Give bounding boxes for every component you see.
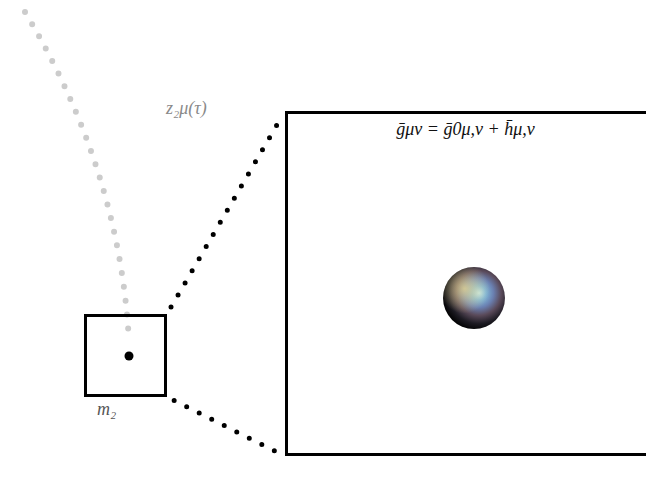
worldline	[25, 12, 129, 342]
body-sphere	[443, 267, 505, 329]
point-mass	[125, 352, 134, 361]
zoom-connector	[171, 116, 282, 307]
zoom-inset-box: ḡμν = ḡ0μ,ν + h̄μ,ν	[285, 111, 646, 456]
zoom-source-box: m₂	[84, 314, 167, 397]
metric-equation: ḡμν = ḡ0μ,ν + h̄μ,ν	[396, 119, 534, 140]
body-sphere-tint	[443, 267, 505, 329]
worldline-label: z₂μ(τ)	[166, 98, 207, 119]
zoom-connector	[174, 401, 279, 454]
mass-label: m₂	[97, 399, 116, 420]
